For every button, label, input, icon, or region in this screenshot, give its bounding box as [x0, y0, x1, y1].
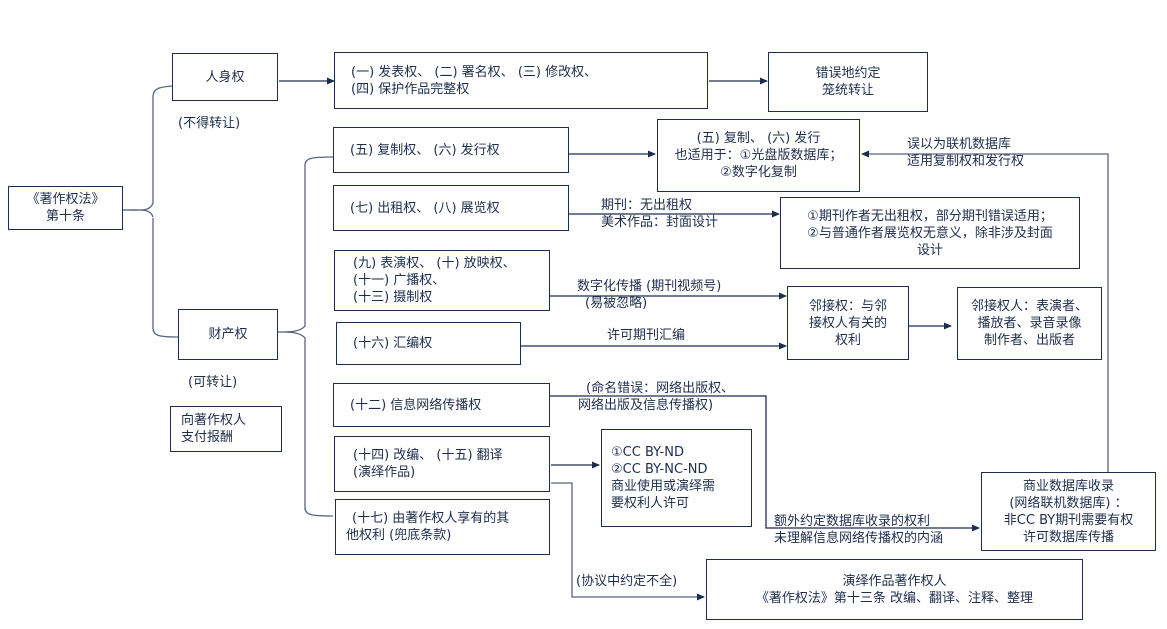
commercial-line: 非CC BY期刊需要有权 — [1003, 512, 1134, 528]
right-rent-exhibit: (七) 出租权、 (八) 展览权 — [333, 185, 569, 231]
personal-rights-box: 人身权 — [172, 53, 278, 101]
commercial-line: (网络联机数据库) ： — [1009, 495, 1128, 511]
right-line: (演绎作品) — [353, 465, 416, 480]
root-line: 《著作权法》 — [26, 192, 105, 207]
items-line: (四) 保护作品完整权 — [351, 81, 470, 97]
root-line: 第十条 — [45, 209, 85, 224]
error-line: 笼统转让 — [821, 83, 874, 98]
edge-line: 期刊：无出租权 — [601, 198, 693, 213]
right-line: (七) 出租权、 (八) 展览权 — [350, 200, 500, 216]
cc-line: 商业使用或演绎需 — [611, 479, 716, 494]
neighboring-line: 接权人有关的 — [808, 315, 887, 331]
edge-line: 额外约定数据库收录的权利 — [774, 514, 931, 529]
right-copy-distribute: (五) 复制权、 (六) 发行权 — [333, 127, 569, 173]
neighboring-rights-box: 邻接权：与邻 接权人有关的 权利 — [787, 286, 909, 360]
payment-box: 向著作权人 支付报酬 — [170, 406, 282, 452]
rent-note-line: ①期刊作者无出租权，部分期刊错误适用； — [807, 208, 1053, 224]
right-line: (九) 表演权、 (十) 放映权、 — [353, 256, 516, 271]
copy-scope-box: (五) 复制、 (六) 发行 也适用于：①光盘版数据库； ②数字化复制 — [657, 119, 860, 192]
edge-line: (易被忽略) — [585, 296, 648, 311]
edge-line: 网络出版及信息传播权) — [578, 398, 714, 413]
edge-line: 数字化传播 (期刊视频号) — [577, 279, 722, 294]
holders-line: 制作者、出版者 — [983, 333, 1075, 348]
edge-line: 未理解信息网络传播权的内涵 — [774, 531, 944, 546]
payment-line: 向著作权人 — [181, 413, 247, 428]
cc-license-box: ①CC BY-ND ②CC BY-NC-ND 商业使用或演绎需 要权利人许可 — [601, 429, 752, 527]
right-line: (五) 复制权、 (六) 发行权 — [350, 142, 500, 158]
edge-label-db-extra: 额外约定数据库收录的权利 未理解信息网络传播权的内涵 — [774, 513, 943, 547]
derivative-owner-box: 演绎作品著作权人 《著作权法》第十三条 改编、翻译、注释、整理 — [706, 559, 1083, 620]
error-line: 错误地约定 — [815, 66, 881, 81]
commercial-line: 许可数据库传播 — [1022, 529, 1114, 545]
commercial-line: 商业数据库收录 — [1022, 478, 1114, 494]
neighboring-holders-box: 邻接权人：表演者、 播放者、录音录像 制作者、出版者 — [957, 287, 1102, 360]
right-line: (十一) 广播权、 — [353, 273, 446, 288]
derivative-line: 《著作权法》第十三条 改编、翻译、注释、整理 — [755, 590, 1034, 606]
edge-line: (命名错误：网络出版权、 — [586, 381, 735, 396]
neighboring-line: 权利 — [834, 332, 861, 348]
edge-label-online-db-mistake: 误以为联机数据库 适用复制权和发行权 — [907, 136, 1024, 170]
right-perform-show: (九) 表演权、 (十) 放映权、 (十一) 广播权、 (十三) 摄制权 — [334, 250, 550, 311]
personal-rights-items: (一) 发表权、 (二) 署名权、 (三) 修改权、 (四) 保护作品完整权 — [334, 52, 708, 109]
edge-label-compile-license: 许可期刊汇编 — [607, 328, 686, 343]
edge-line: 适用复制权和发行权 — [907, 154, 1025, 169]
neighboring-line: 邻接权：与邻 — [808, 298, 887, 314]
edge-label-incomplete-agreement: (协议中约定不全) — [576, 574, 678, 589]
holders-line: 播放者、录音录像 — [977, 316, 1082, 331]
edge-label-rent-exhibit: 期刊：无出租权 美术作品：封面设计 — [601, 197, 718, 231]
copy-scope-line: 也适用于：①光盘版数据库； — [674, 148, 843, 163]
root-brace — [122, 85, 179, 338]
rent-note-line: ②与普通作者展览权无意义，除非涉及封面 — [807, 225, 1053, 241]
personal-rights-title: 人身权 — [205, 69, 245, 85]
root-copyright-law-article-10: 《著作权法》 第十条 — [8, 186, 123, 230]
rent-exhibit-note-box: ①期刊作者无出租权，部分期刊错误适用； ②与普通作者展览权无意义，除非涉及封面 … — [780, 197, 1080, 269]
edge-label-digital-broadcast: 数字化传播 (期刊视频号) (易被忽略) — [577, 278, 721, 312]
edge-line: 误以为联机数据库 — [907, 137, 1012, 152]
holders-line: 邻接权人：表演者、 — [970, 299, 1088, 314]
copy-scope-line: ②数字化复制 — [720, 165, 797, 180]
derivative-line: 演绎作品著作权人 — [842, 573, 947, 589]
rent-note-line: 设计 — [916, 242, 943, 258]
cc-line: ②CC BY-NC-ND — [611, 462, 708, 477]
right-line: (十六) 汇编权 — [353, 336, 433, 351]
right-line: (十二) 信息网络传播权 — [350, 397, 482, 413]
wrong-agreement-box: 错误地约定 笼统转让 — [768, 52, 928, 112]
right-line: 他权利 (兜底条款) — [346, 528, 452, 543]
edge-line: 美术作品：封面设计 — [601, 215, 719, 230]
right-compile: (十六) 汇编权 — [336, 322, 521, 365]
right-line: (十三) 摄制权 — [353, 290, 433, 305]
property-rights-title: 财产权 — [208, 327, 248, 342]
right-line: (十七) 由著作权人享有的其 — [352, 511, 510, 526]
property-rights-note: (可转让) — [188, 375, 238, 390]
right-adapt-translate: (十四) 改编、 (十五) 翻译 (演绎作品) — [334, 436, 550, 492]
cc-line: 要权利人许可 — [611, 496, 690, 511]
edge-label-naming-error: (命名错误：网络出版权、 网络出版及信息传播权) — [578, 380, 734, 414]
right-other: (十七) 由著作权人享有的其 他权利 (兜底条款) — [335, 499, 550, 555]
copy-scope-line: (五) 复制、 (六) 发行 — [696, 131, 821, 146]
commercial-database-box: 商业数据库收录 (网络联机数据库) ： 非CC BY期刊需要有权 许可数据库传播 — [981, 472, 1156, 551]
personal-rights-note: (不得转让) — [178, 116, 241, 131]
property-brace — [277, 156, 334, 517]
cc-line: ①CC BY-ND — [611, 445, 684, 460]
items-line: (一) 发表权、 (二) 署名权、 (三) 修改权、 — [351, 64, 598, 80]
right-network: (十二) 信息网络传播权 — [333, 383, 550, 427]
property-rights-box: 财产权 — [178, 309, 278, 360]
right-line: (十四) 改编、 (十五) 翻译 — [353, 448, 503, 463]
payment-line: 支付报酬 — [181, 430, 234, 445]
